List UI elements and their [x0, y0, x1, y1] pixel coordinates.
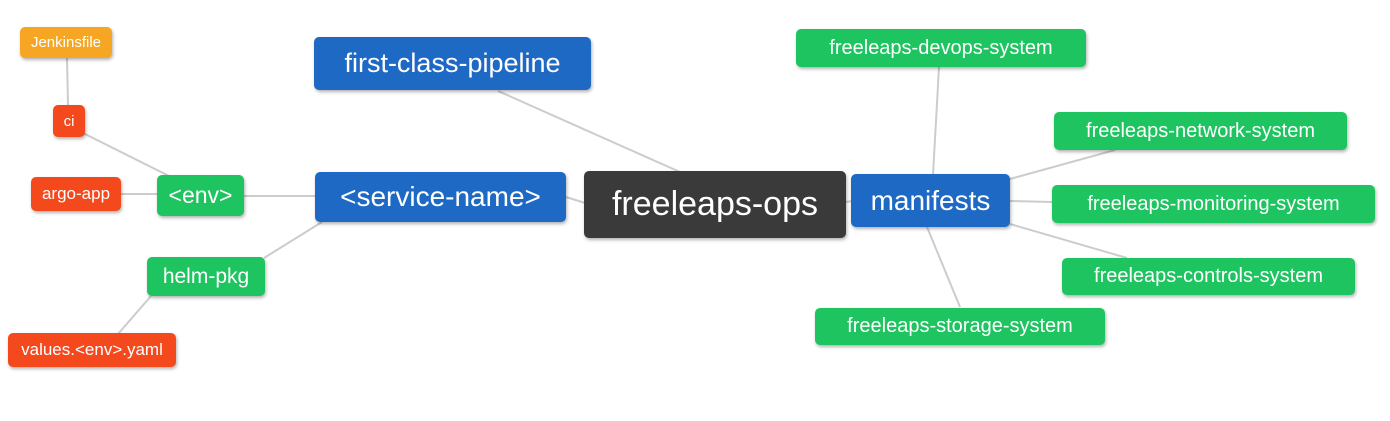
node-values-env-yaml[interactable]: values.<env>.yaml [8, 333, 176, 367]
edge-manifests-storage [926, 226, 961, 308]
node-freeleaps-monitoring-system[interactable]: freeleaps-monitoring-system [1052, 185, 1375, 223]
node-freeleaps-controls-system[interactable]: freeleaps-controls-system [1062, 258, 1355, 295]
node-helm-pkg[interactable]: helm-pkg [147, 257, 265, 296]
node-env[interactable]: <env> [157, 175, 244, 216]
node-ci[interactable]: ci [53, 105, 85, 137]
edge-pipeline-freeleaps-ops [497, 90, 681, 173]
node-freeleaps-network-system[interactable]: freeleaps-network-system [1054, 112, 1347, 150]
edge-manifests-devops [932, 66, 940, 176]
edge-service-name-helm-pkg [263, 221, 323, 259]
node-freeleaps-devops-system[interactable]: freeleaps-devops-system [796, 29, 1086, 67]
edge-manifests-monitoring [1009, 200, 1053, 203]
edge-jenkinsfile-ci [66, 57, 69, 106]
edge-helm-pkg-values [117, 295, 152, 335]
node-jenkinsfile[interactable]: Jenkinsfile [20, 27, 112, 58]
node-freeleaps-storage-system[interactable]: freeleaps-storage-system [815, 308, 1105, 345]
node-freeleaps-ops-root[interactable]: freeleaps-ops [584, 171, 846, 238]
node-first-class-pipeline[interactable]: first-class-pipeline [314, 37, 591, 90]
edge-manifests-network [1009, 149, 1116, 180]
node-service-name[interactable]: <service-name> [315, 172, 566, 222]
node-argo-app[interactable]: argo-app [31, 177, 121, 211]
edge-service-name-ops [565, 196, 586, 204]
edge-ci-env [82, 132, 174, 179]
edge-manifests-controls [1009, 223, 1128, 259]
node-manifests[interactable]: manifests [851, 174, 1010, 227]
